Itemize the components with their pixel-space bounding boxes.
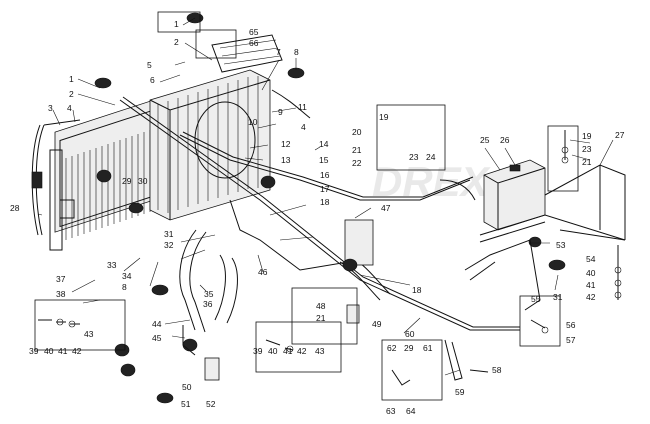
label: 21 [582, 157, 592, 167]
label: 18 [320, 197, 330, 207]
label: 14 [319, 139, 329, 149]
label: 23 [409, 152, 419, 162]
label: 21 [316, 313, 326, 323]
label: 57 [566, 335, 576, 345]
label: 49 [372, 319, 382, 329]
label: 23 [582, 144, 592, 154]
label: 2 [174, 37, 179, 47]
label: 37 [56, 274, 66, 284]
label: 24 [426, 152, 436, 162]
label: 39 [29, 346, 39, 356]
label: 32 [164, 240, 174, 250]
frame-bracket [464, 164, 626, 311]
label: 63 [386, 406, 396, 416]
label: 26 [500, 135, 510, 145]
label: 60 [405, 329, 415, 339]
label: 31 [553, 292, 563, 302]
label: 7 [276, 47, 281, 57]
label: 11 [298, 102, 307, 112]
label: 42 [586, 292, 596, 302]
label: 5 [147, 60, 152, 70]
label: 42 [297, 346, 307, 356]
label: 55 [531, 294, 541, 304]
label: 58 [492, 365, 502, 375]
label: 29 [404, 343, 414, 353]
label: 59 [455, 387, 465, 397]
label: 65 [249, 27, 259, 37]
label: 40 [586, 268, 596, 278]
label: 41 [58, 346, 68, 356]
label: 17 [320, 184, 330, 194]
label: 34 [122, 271, 132, 281]
label: 25 [480, 135, 490, 145]
label: 1 [174, 19, 179, 29]
label: 43 [315, 346, 325, 356]
label: 2 [69, 89, 74, 99]
label: 4 [301, 122, 306, 132]
label: 62 [387, 343, 397, 353]
label: 48 [316, 301, 326, 311]
label: 47 [381, 203, 391, 213]
label: 52 [206, 399, 216, 409]
label: 18 [412, 285, 422, 295]
bottom-pipes [182, 304, 360, 381]
label: 8 [122, 282, 127, 292]
label: 16 [320, 170, 330, 180]
label: 1 [69, 74, 74, 84]
expansion-tank [483, 159, 546, 231]
label: 66 [249, 38, 259, 48]
label: 50 [182, 382, 192, 392]
label: 41 [283, 346, 293, 356]
leader-lines [37, 17, 614, 376]
label: 56 [566, 320, 576, 330]
label: 28 [10, 203, 20, 213]
label: 64 [406, 406, 416, 416]
label: 40 [268, 346, 278, 356]
label: 42 [72, 346, 82, 356]
label: 4 [67, 103, 72, 113]
label: 10 [248, 117, 258, 127]
label: 9 [278, 107, 283, 117]
label: 61 [423, 343, 433, 353]
label: 41 [586, 280, 596, 290]
label: 53 [556, 240, 566, 250]
label: 27 [615, 130, 625, 140]
label: 46 [258, 267, 268, 277]
fasteners [38, 130, 622, 386]
label: 33 [107, 260, 117, 270]
label: 19 [582, 131, 592, 141]
detail-boxes [34, 11, 579, 401]
label: 35 [204, 289, 214, 299]
label: 6 [150, 75, 155, 85]
clamps [94, 12, 566, 404]
label: 19 [379, 112, 389, 122]
right-radiator [149, 34, 283, 221]
label: 40 [44, 346, 54, 356]
label: 8 [294, 47, 299, 57]
part-labels: 1 65 2 66 5 7 8 6 1 2 3 4 11 9 19 4 12 1… [10, 19, 625, 416]
label: 13 [281, 155, 291, 165]
label: 30 [138, 176, 148, 186]
label: 15 [319, 155, 329, 165]
hoses [31, 89, 520, 333]
label: 43 [84, 329, 94, 339]
label: 29 [122, 176, 132, 186]
label: 31 [164, 229, 174, 239]
label: 12 [281, 139, 291, 149]
label: 20 [352, 127, 362, 137]
label: 45 [152, 333, 162, 343]
label: 54 [586, 254, 596, 264]
label: 39 [253, 346, 263, 356]
label: 44 [152, 319, 162, 329]
label: 21 [352, 145, 362, 155]
label: 22 [352, 158, 362, 168]
label: 3 [48, 103, 53, 113]
label: 36 [203, 299, 213, 309]
label: 38 [56, 289, 66, 299]
label: 51 [181, 399, 191, 409]
